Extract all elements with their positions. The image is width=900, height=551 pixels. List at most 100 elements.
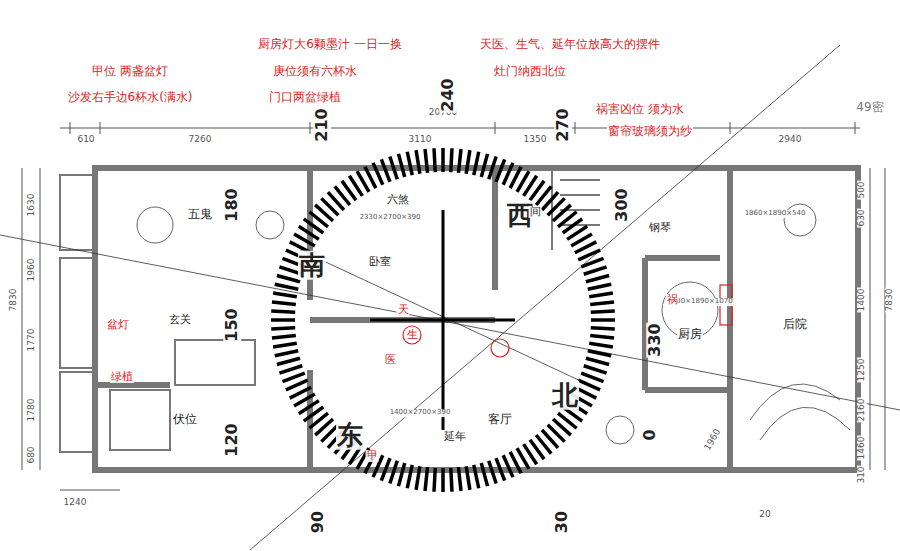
compass-label: 180 [223,187,241,222]
compass-tick [441,148,445,172]
plan-label: 1250 [857,358,867,383]
compass-label: 东 [336,421,364,450]
compass-tick [282,373,304,382]
compass-tick [584,267,607,274]
plan-label: 间 [529,206,542,218]
plan-label: 610 [76,135,95,145]
plan-label: 钢琴 [648,222,672,234]
handwritten-note: 绿植 [110,371,134,383]
compass-tick [273,343,297,347]
compass-tick [271,328,295,329]
compass-tick [578,380,600,390]
compass-tick [272,302,296,305]
handwritten-note: 祸害凶位 须为水 [595,103,685,116]
plan-label: 1400×2700×390 [389,409,452,417]
compass-label: 270 [554,107,572,142]
handwritten-note: 甲位 两盏盆灯 [91,65,169,78]
compass-label: 30 [553,510,571,534]
plan-label: 500 [857,180,867,199]
plan-label: 20 [758,510,771,520]
compass-tick [489,461,496,484]
compass-label: 150 [223,307,241,342]
room-name: 厨房 [677,328,703,341]
handwritten-note: 厨房灯大6颗墨汁 一日一换 [257,38,402,51]
plan-label: 7830 [9,288,19,313]
room: 客厅 [487,413,513,426]
compass-tick [271,311,295,312]
compass-tick [474,152,479,175]
compass-label: 120 [223,422,241,457]
compass-tick [589,343,613,347]
compass-tick [398,463,404,486]
compass-tick [503,455,513,477]
handwritten-note: 窗帘玻璃须为纱 [607,125,693,138]
plan-label: 7260 [188,135,213,145]
plan-label: 1960 [702,427,723,454]
handwritten-note: 门口两盆绿植 [268,91,342,104]
plan-label: 延年 [443,431,467,443]
plan-label: 49密 [855,101,884,114]
compass-label: 0 [641,428,659,441]
plan-label: 1240 [63,498,88,508]
compass-label: 210 [313,107,331,142]
compass-tick [578,250,600,260]
compass-label: 90 [309,510,327,534]
compass-tick [458,467,461,491]
compass-tick [290,387,311,398]
plan-label: 680 [27,445,37,464]
compass-tick [591,318,615,322]
compass-tick [588,351,611,356]
compass-tick [451,468,452,492]
compass-tick [590,335,614,338]
compass-tick [381,159,390,181]
compass-tick [481,154,487,177]
plan-label: 1630 [27,193,37,218]
compass-tick [272,335,296,338]
room: 厨房 [677,328,703,341]
compass-tick [434,468,435,492]
room: 五鬼 [187,208,213,221]
room: 后院 [782,318,808,331]
compass-tick [373,163,383,185]
plan-label: 1400 [857,288,867,313]
plan-label: 卧室 [368,256,392,268]
compass-tick [407,465,412,488]
compass-label: 南 [298,251,326,280]
compass-tick [407,152,412,175]
handwritten-note: 祸 [666,294,679,306]
compass-tick [390,156,397,179]
compass-tick [466,466,470,490]
handwritten-note: 天医、生气、延年位放高大的摆件 [479,38,661,51]
compass-tick [588,284,611,289]
compass-tick [466,150,470,174]
compass-tick [286,380,308,390]
plan-label: 六煞 [386,194,410,206]
plan-label: 1770 [27,328,37,353]
handwritten-note: 医 [384,354,397,366]
compass-tick [496,159,505,181]
plan-label: 630 [857,208,867,227]
compass-tick [416,466,420,490]
compass-tick [481,463,487,486]
plan-label: 3110 [408,135,433,145]
compass-tick [589,293,613,297]
compass-tick [584,366,607,373]
compass-tick [590,302,614,305]
plan-label: 1860×1890×540 [744,210,807,218]
room-name: 后院 [782,318,808,331]
handwritten-note: 生 [406,329,419,341]
compass-tick [273,293,297,297]
compass-tick [591,311,615,312]
compass-tick [275,284,298,289]
handwritten-note: 沙发右手边6杯水(满水) [67,91,194,104]
handwritten-note: 天 [397,304,410,316]
compass-tick [390,461,397,484]
compass-tick [489,156,496,179]
handwritten-note: 灶门纳西北位 [493,65,567,78]
compass-tick [581,373,603,382]
compass-tick [451,148,452,172]
plan-label: 310 [857,465,867,484]
compass-label: 300 [613,187,631,222]
plan-label: 1350 [523,135,548,145]
